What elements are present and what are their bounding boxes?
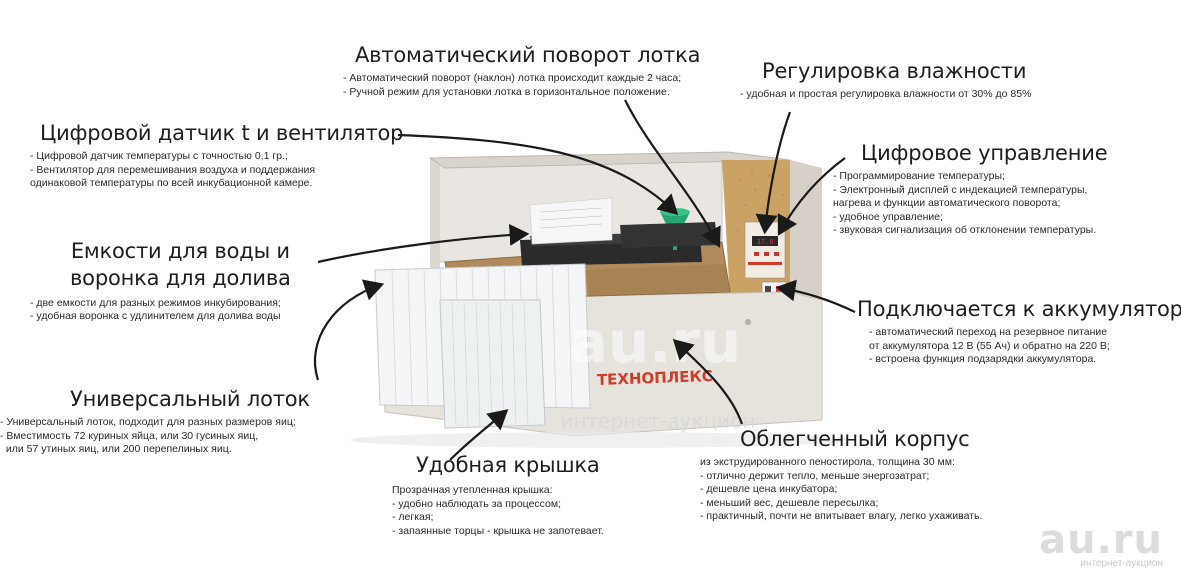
arrow-water bbox=[317, 223, 530, 264]
watermark-logo: au.ru bbox=[1039, 517, 1163, 563]
feature-item: - встроена функция подзарядки аккумулято… bbox=[869, 353, 1097, 366]
feature-item: - запаянные торцы - крышка не запотевает… bbox=[392, 524, 604, 537]
transparent-lid bbox=[374, 263, 591, 429]
feature-title: Цифровое управление bbox=[861, 141, 1108, 165]
arrow-digital bbox=[777, 157, 846, 236]
feature-title: Регулировка влажности bbox=[762, 59, 1027, 83]
feature-item: из экструдированного пеностирола, толщин… bbox=[700, 456, 955, 469]
feature-item: - легкая; bbox=[392, 511, 434, 524]
feature-title: Универсальный лоток bbox=[70, 387, 310, 411]
feature-item: или 57 утиных яиц, или 200 перепелиных я… bbox=[0, 443, 232, 456]
arrow-universal bbox=[313, 279, 385, 381]
feature-item: - удобно наблюдать за процессом; bbox=[392, 497, 561, 510]
feature-lid: Удобная крышка Прозрачная утепленная кры… bbox=[392, 452, 604, 538]
brand-label: ТЕХНОПЛЕКС bbox=[597, 367, 713, 389]
temperature-display: 37.8 bbox=[757, 238, 774, 246]
feature-item: одинаковой температуры по всей инкубацио… bbox=[30, 177, 313, 190]
feature-item: - удобная и простая регулировка влажност… bbox=[740, 88, 1032, 101]
arrow-case bbox=[672, 338, 744, 425]
feature-item: - практичный, почти не впитывает влагу, … bbox=[700, 510, 983, 523]
feature-title: Облегченный корпус bbox=[740, 427, 970, 451]
feature-item: - две емкости для разных режимов инкубир… bbox=[30, 296, 281, 309]
corner-watermark: au.ru интернет-аукцион bbox=[1039, 520, 1163, 569]
arrow-humidity bbox=[755, 111, 792, 235]
arrow-lid bbox=[449, 409, 509, 461]
feature-humidity: Регулировка влажности - удобная и проста… bbox=[740, 58, 1031, 102]
feature-item: - отлично держит тепло, меньше энергозат… bbox=[700, 469, 930, 482]
feature-digital-control: Цифровое управление - Программирование т… bbox=[833, 140, 1108, 238]
feature-title: Подключается к аккумулятору bbox=[857, 297, 1181, 321]
feature-item: - удобная воронка с удлинителем для доли… bbox=[30, 310, 281, 323]
feature-item: - Цифровой датчик температуры с точность… bbox=[30, 150, 288, 163]
center-watermark: au.ru bbox=[569, 308, 741, 376]
feature-item: нагрева и функции автоматического поворо… bbox=[833, 197, 1061, 210]
feature-item: - меньший вес, дешевле пересылка; bbox=[700, 496, 879, 509]
feature-title: Емкости для воды и воронка для долива bbox=[70, 238, 291, 293]
feature-title-line: воронка для долива bbox=[70, 266, 291, 291]
feature-title: Удобная крышка bbox=[416, 453, 600, 477]
feature-item: - Вентилятор для перемешивания воздуха и… bbox=[30, 163, 316, 176]
arrow-battery bbox=[775, 279, 856, 313]
feature-universal-tray: Универсальный лоток - Универсальный лото… bbox=[0, 386, 310, 457]
feature-sensor: Цифровой датчик t и вентилятор - Цифрово… bbox=[30, 120, 403, 191]
feature-title: Автоматический поворот лотка bbox=[355, 43, 701, 67]
center-watermark-sub: интернет-аукцион bbox=[560, 409, 755, 433]
feature-lightweight-case: Облегченный корпус из экструдированного … bbox=[700, 426, 982, 524]
feature-item: - Универсальный лоток, подходит для разн… bbox=[0, 416, 296, 429]
feature-item: - Электронный дисплей с индекацией темпе… bbox=[833, 183, 1088, 196]
feature-item: - Вместимость 72 куриных яйца, или 30 гу… bbox=[0, 429, 259, 442]
watermark-subtitle: интернет-аукцион bbox=[1080, 558, 1163, 569]
arrow-tray-rotation bbox=[624, 99, 721, 248]
feature-item: - удобное управление; bbox=[833, 210, 944, 223]
feature-item: - звуковая сигнализация об отклонении те… bbox=[833, 224, 1097, 237]
feature-item: от аккумулятора 12 В (55 Ач) и обратно н… bbox=[869, 339, 1110, 352]
feature-item: Прозрачная утепленная крышка: bbox=[392, 484, 553, 497]
feature-item: - автоматический переход на резервное пи… bbox=[869, 326, 1108, 339]
feature-item: - Автоматический поворот (наклон) лотка … bbox=[343, 72, 682, 85]
feature-item: - Программирование температуры; bbox=[833, 170, 1005, 183]
feature-battery: Подключается к аккумулятору - автоматиче… bbox=[857, 296, 1181, 367]
feature-water-containers: Емкости для воды и воронка для долива - … bbox=[30, 238, 291, 324]
feature-tray-rotation: Автоматический поворот лотка - Автоматич… bbox=[343, 42, 700, 99]
feature-title: Цифровой датчик t и вентилятор bbox=[40, 121, 404, 145]
feature-item: - дешевле цена инкубатора; bbox=[700, 483, 838, 496]
feature-item: - Ручной режим для установки лотка в гор… bbox=[343, 85, 670, 98]
feature-title-line: Емкости для воды и bbox=[70, 239, 290, 263]
arrow-sensor bbox=[397, 133, 679, 216]
